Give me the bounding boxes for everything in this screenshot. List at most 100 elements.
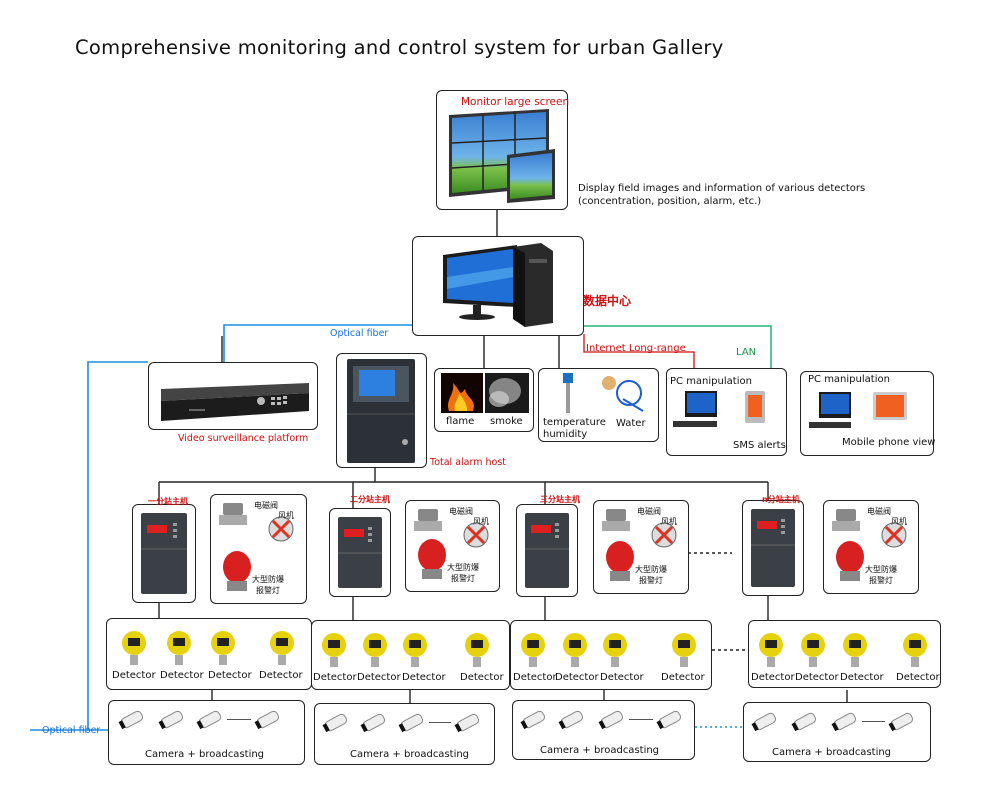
- camera-icon: [360, 713, 386, 733]
- camera-icon: [656, 710, 682, 730]
- substation-label: 一分站主机: [148, 497, 188, 506]
- data-center-label: 数据中心: [583, 294, 632, 308]
- pc-mobile-icons: [809, 392, 907, 428]
- fire-smoke-box: [434, 368, 534, 432]
- gas-detector-icon: [603, 633, 627, 667]
- valve-label: 电磁阀: [449, 507, 473, 516]
- gas-detector-icon: [167, 631, 191, 665]
- alarm-host-box: [336, 353, 427, 468]
- valve-label: 电磁阀: [254, 501, 278, 510]
- gas-detector-icon: [903, 633, 927, 667]
- substation-host-box: [132, 504, 196, 603]
- substation-host-box: [329, 508, 391, 597]
- gas-detector-icon: [465, 633, 489, 667]
- gas-detector-icon: [270, 631, 294, 665]
- gas-detector-icon: [672, 633, 696, 667]
- alarm-host-cabinet-icon: [347, 359, 415, 463]
- camera-icon: [520, 710, 546, 730]
- pc-mobile-title: PC manipulation: [808, 374, 890, 385]
- camera-icon: [888, 712, 914, 732]
- camera-broadcasting-label: Camera + broadcasting: [145, 749, 265, 760]
- lamp-label-2: 报警灯: [869, 576, 893, 585]
- alarm-host-label: Total alarm host: [430, 457, 507, 468]
- monitor-large-screen-box: [436, 90, 568, 210]
- gas-detector-icon: [759, 633, 783, 667]
- valve-label: 电磁阀: [867, 507, 891, 516]
- substation-label: 二分站主机: [350, 495, 390, 504]
- valve-fan-lamp-icons: [832, 509, 907, 581]
- camera-broadcasting-label: Camera + broadcasting: [350, 749, 470, 760]
- smoke-label: smoke: [490, 416, 523, 427]
- lan-label: LAN: [736, 347, 757, 358]
- nvr-device-icon: [161, 383, 309, 421]
- gas-detector-icon: [363, 633, 387, 667]
- substation-cabinet-icon: [141, 513, 187, 594]
- detector-label: Detector: [513, 672, 557, 683]
- camera-icon: [454, 713, 480, 733]
- detector-label: Detector: [896, 672, 940, 683]
- flame-smoke-icons: [441, 373, 529, 413]
- camera-icon: [831, 712, 857, 732]
- detector-label: Detector: [357, 672, 401, 683]
- lamp-label-2: 报警灯: [256, 586, 280, 595]
- desktop-computer-icon: [443, 243, 553, 327]
- data-center-box: [412, 236, 584, 336]
- camera-icon: [751, 712, 777, 732]
- detector-label: Detector: [208, 670, 252, 681]
- mobile-phone-view-label: Mobile phone view: [842, 437, 936, 448]
- detector-group-box: [510, 620, 712, 690]
- valve-fan-lamp-icons: [219, 503, 294, 591]
- camera-icon: [254, 710, 280, 730]
- fan-label: 风机: [473, 517, 489, 526]
- substation-cabinet-icon: [525, 513, 569, 588]
- pc-phone-icons: [673, 391, 765, 427]
- monitor-description-line-1: Display field images and information of …: [578, 183, 866, 194]
- gas-detector-icon: [322, 633, 346, 667]
- water-label: Water: [616, 418, 646, 429]
- lamp-label-2: 报警灯: [451, 574, 475, 583]
- gas-detector-icon: [403, 633, 427, 667]
- camera-broadcasting-label: Camera + broadcasting: [772, 747, 892, 758]
- optical-fiber-left-label: Optical fiber: [42, 725, 101, 736]
- pc-sms-title: PC manipulation: [670, 376, 752, 387]
- detector-label: Detector: [160, 670, 204, 681]
- valve-fan-lamp-icons: [414, 509, 489, 579]
- gas-detector-icon: [801, 633, 825, 667]
- monitor-description-line-2: (concentration, position, alarm, etc.): [578, 196, 762, 207]
- lamp-label-1: 大型防爆: [865, 565, 897, 574]
- substation-cabinet-icon: [751, 509, 795, 587]
- sensor-icons: [563, 373, 644, 413]
- camera-group-box: [512, 700, 695, 760]
- valve-label: 电磁阀: [637, 507, 661, 516]
- page-title: Comprehensive monitoring and control sys…: [75, 36, 724, 59]
- camera-icon: [558, 710, 584, 730]
- gas-detector-icon: [843, 633, 867, 667]
- temperature-label: temperature: [543, 417, 606, 428]
- camera-icon: [118, 710, 144, 730]
- camera-group-box: [314, 703, 495, 765]
- camera-group-box: [108, 700, 305, 765]
- substation-label: n分站主机: [762, 495, 800, 504]
- video-platform-box: [148, 362, 318, 430]
- detector-label: Detector: [402, 672, 446, 683]
- detector-label: Detector: [795, 672, 839, 683]
- detector-label: Detector: [840, 672, 884, 683]
- humidity-label: humidity: [543, 429, 588, 440]
- pc-sms-box: [666, 368, 787, 456]
- fan-label: 风机: [661, 517, 677, 526]
- detector-label: Detector: [600, 672, 644, 683]
- fan-label: 风机: [278, 511, 294, 520]
- fan-label: 风机: [891, 517, 907, 526]
- detector-label: Detector: [460, 672, 504, 683]
- camera-icon: [598, 710, 624, 730]
- lamp-label-1: 大型防爆: [635, 565, 667, 574]
- gas-detector-icon: [521, 633, 545, 667]
- detector-label: Detector: [751, 672, 795, 683]
- camera-icon: [158, 710, 184, 730]
- camera-group-box: [743, 702, 931, 762]
- camera-icon: [398, 713, 424, 733]
- detector-label: Detector: [661, 672, 705, 683]
- pc-mobile-box: [800, 371, 934, 456]
- detector-label: Detector: [555, 672, 599, 683]
